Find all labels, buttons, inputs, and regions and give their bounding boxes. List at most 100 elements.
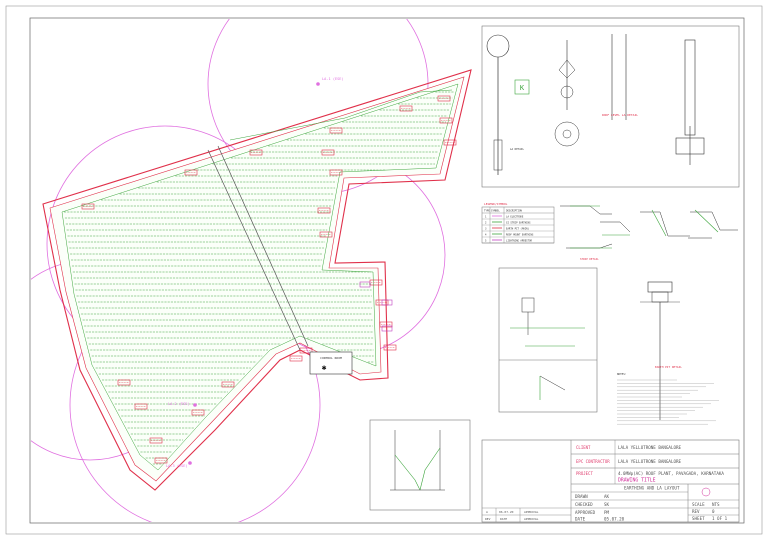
sheet-inner-border: [29, 17, 745, 524]
earth-pit-detail: EARTH PIT DETAIL NOTES:: [617, 281, 719, 425]
date-label: DATE: [575, 517, 586, 522]
earth-pit-marker: [184, 169, 198, 176]
project-value: 4.0MWp(AC) ROOF PLANT, PAVAGADA, KARNATA…: [618, 471, 724, 476]
approved-value: PM: [604, 510, 610, 515]
earth-pits: [81, 95, 457, 464]
desc-col: APPROVAL: [524, 517, 539, 521]
sheet-outer-border: [5, 5, 763, 535]
earth-pit-marker: [149, 437, 163, 444]
legend-row-desc: EARTH PIT (MAIN): [506, 227, 529, 230]
legend-row-type: 4: [485, 233, 487, 236]
earth-pit-marker: [81, 203, 95, 210]
la-detail-box: K ROOF LEVEL LA DETAIL LA DETAIL: [481, 25, 740, 188]
legend-row-type: 1: [485, 215, 487, 218]
la-marker-2: [193, 403, 197, 407]
legend-row-desc: GI STRIP EARTHING: [506, 221, 531, 224]
legend-row-type: 2: [485, 221, 487, 224]
la-marker-3: [188, 461, 192, 465]
earth-pit-marker: [383, 344, 397, 351]
earth-pit-marker: [321, 149, 335, 156]
la-label-3: LA-3 (ESE): [166, 464, 188, 468]
earth-pit-marker: [379, 321, 393, 328]
rev-desc: APPROVAL: [524, 510, 539, 514]
earth-pit-marker: [134, 403, 148, 410]
company-logo-icon: [701, 487, 711, 497]
la-marker-1: [316, 82, 320, 86]
rev-date: 06.07.20: [499, 510, 514, 514]
epc-label: EPC CONTRACTOR: [576, 459, 610, 464]
svg-text:ROOF LEVEL LA DETAIL: ROOF LEVEL LA DETAIL: [602, 113, 638, 117]
drawing-title-value: EARTHING AND LA LAYOUT: [624, 486, 680, 491]
earth-pit-marker: [299, 347, 313, 354]
scale-value: NTS: [712, 502, 720, 507]
bottom-section-detail: [369, 419, 471, 511]
title-block: CLIENT LALA YELLOTRONE BANGALORE EPC CON…: [481, 439, 740, 523]
earth-pit-marker: [439, 117, 453, 124]
svg-text:K: K: [520, 84, 525, 92]
legend-col-type: TYPE: [484, 210, 490, 213]
array-rows: [64, 91, 454, 465]
client-label: CLIENT: [576, 445, 591, 450]
legend-row-desc: ROOF MOUNT EARTHING: [506, 233, 534, 236]
legend-col-symbol: SYMBOL: [491, 210, 500, 213]
legend-row-desc: LA ELECTRODE: [506, 215, 524, 218]
earthing-strip-run: [229, 89, 453, 141]
date-value: 05.07.20: [604, 517, 625, 522]
rev-value: 0: [712, 509, 715, 514]
earth-pit-title: EARTH PIT DETAIL: [655, 365, 682, 369]
earth-pit-marker: [319, 231, 333, 238]
sheet-value: 1 OF 1: [712, 516, 728, 521]
earth-pit-marker: [289, 355, 303, 362]
checked-value: SK: [604, 502, 610, 507]
earth-pit-marker: [249, 149, 263, 156]
earthing-detail-box: [498, 267, 598, 413]
la-label-1: LA-1 (ESE): [322, 77, 344, 81]
epc-value: LALA YELLOTRONE BANGALORE: [618, 459, 682, 464]
sheet-label: SHEET: [692, 516, 705, 521]
drawing-title-label: DRAWING TITLE: [618, 478, 656, 484]
la-label-2: LA-2 (ESE): [168, 402, 190, 406]
internal-road: [207, 145, 309, 351]
solar-array-area: [61, 83, 459, 471]
rev-col: REV: [485, 517, 491, 521]
rev-label: REV: [692, 509, 700, 514]
rev-row: A: [486, 510, 488, 514]
la-earth-pit-marker: [359, 281, 371, 288]
earth-pit-marker: [317, 207, 331, 214]
strip-detail-green: [570, 205, 719, 249]
legend-title: LEGEND/SYMBOL: [484, 202, 508, 206]
earth-pit-marker: [329, 127, 343, 134]
legend-row-type: 5: [485, 239, 487, 242]
la-earth-pit-marker: [381, 325, 393, 332]
earth-pit-marker: [221, 381, 235, 388]
la-detail-title: LA DETAIL: [510, 147, 524, 151]
scale-label: SCALE: [692, 502, 705, 507]
control-room-symbol: ✱: [322, 363, 327, 372]
drawn-label: DRAWN: [575, 494, 588, 499]
control-room-label: CONTROL ROOM: [320, 356, 342, 360]
earth-pit-marker: [191, 409, 205, 416]
notes-title: NOTES:: [617, 372, 626, 376]
earth-pit-marker: [117, 379, 131, 386]
earth-pit-marker: [329, 169, 343, 176]
project-label: PROJECT: [576, 471, 593, 476]
client-value: LALA YELLOTRONE BANGALORE: [618, 445, 682, 450]
strip-detail-sketches: [560, 205, 738, 249]
control-room: CONTROL ROOM ✱: [309, 351, 353, 375]
legend-row-type: 3: [485, 227, 487, 230]
site-boundary: [42, 69, 472, 491]
la-earth-pit-marker: [381, 299, 393, 306]
earth-pit-marker: [437, 95, 451, 102]
earth-pit-marker: [154, 457, 168, 464]
strip-detail-title: STRIP DETAIL: [580, 257, 599, 261]
earth-pit-marker: [443, 139, 457, 146]
la-markers: LA-1 (ESE) LA-2 (ESE) LA-3 (ESE): [166, 77, 344, 468]
checked-label: CHECKED: [575, 502, 593, 507]
legend-col-desc: DESCRIPTION: [506, 210, 522, 213]
approved-label: APPROVED: [575, 510, 596, 515]
drawn-value: AK: [604, 494, 610, 499]
date-col: DATE: [500, 517, 507, 521]
legend-row-desc: LIGHTNING ARRESTOR: [506, 239, 532, 242]
